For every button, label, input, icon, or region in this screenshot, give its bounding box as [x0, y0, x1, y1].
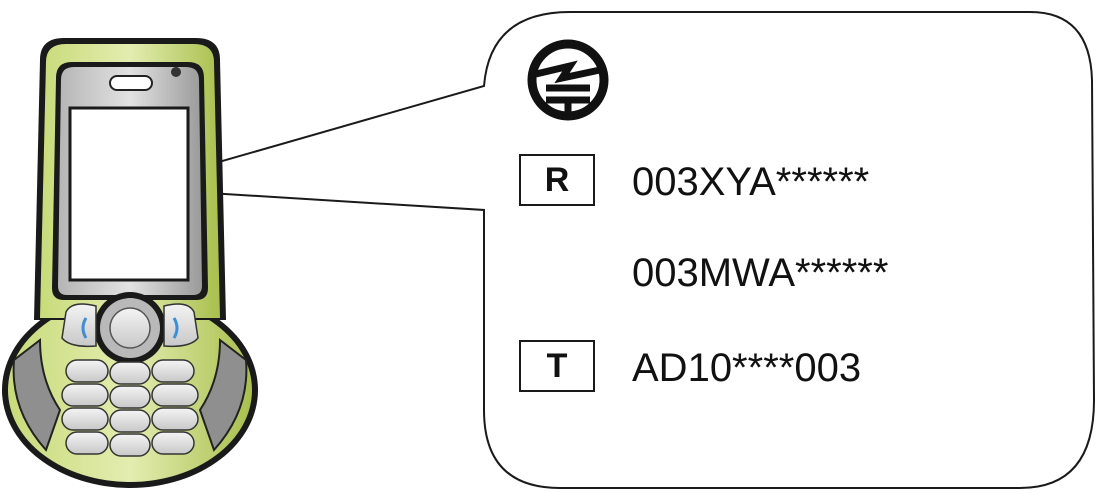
- r-marker-label: R: [544, 160, 570, 199]
- mwa-code-text: 003MWA******: [632, 251, 889, 295]
- mobile-phone-illustration: [2, 38, 258, 488]
- keypad: [61, 359, 199, 457]
- r-code-text: 003XYA******: [632, 160, 870, 204]
- t-marker-label: T: [546, 346, 568, 385]
- t-code-text: AD10****003: [632, 346, 862, 390]
- giteki-mark-icon: [527, 39, 609, 121]
- r-marker-box: R: [519, 154, 595, 206]
- speech-balloon: [127, 11, 1096, 489]
- t-marker-box: T: [519, 340, 595, 392]
